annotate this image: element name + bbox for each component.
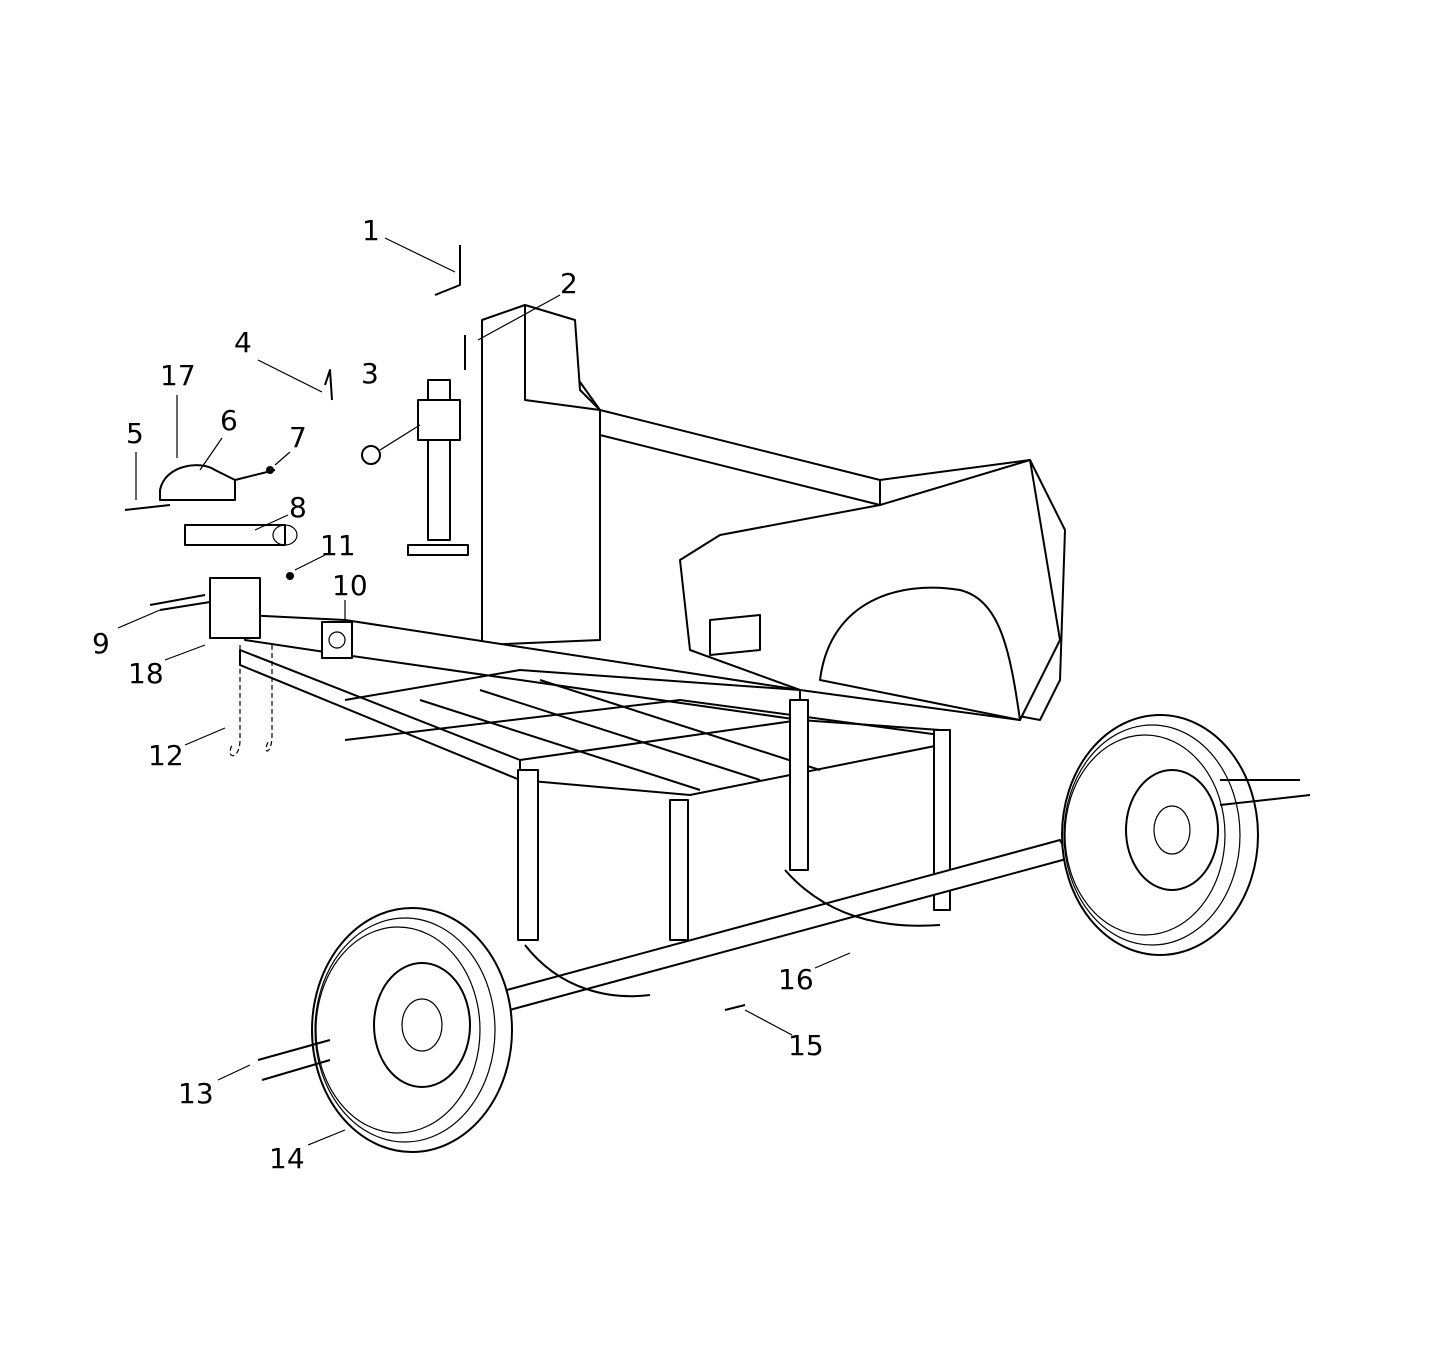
leader-lines: [117, 237, 851, 1146]
callout-labels: 1 2 3 4 5 6 7 8 9 10 11 12 13 14 15 16 1…: [92, 214, 824, 1175]
callout-15: 15: [788, 1029, 824, 1062]
hitch-plate: [209, 577, 261, 639]
top-rail: [599, 409, 881, 506]
callout-7: 7: [289, 421, 307, 454]
wheel-fender: [819, 586, 1021, 721]
callout-2: 2: [560, 267, 578, 300]
axle: [469, 839, 1071, 1019]
cross-member: [519, 719, 941, 796]
callout-6: 6: [220, 404, 238, 437]
clip-4: [324, 369, 333, 401]
callout-8: 8: [289, 491, 307, 524]
callout-10: 10: [332, 569, 368, 602]
leaf-spring-right: [784, 869, 941, 927]
callout-12: 12: [148, 739, 184, 772]
safety-chains: [229, 645, 273, 757]
callout-16: 16: [778, 963, 814, 996]
callout-13: 13: [178, 1077, 214, 1110]
leaf-spring-left: [524, 944, 651, 998]
ring-3: [361, 445, 381, 465]
callout-17: 17: [160, 359, 196, 392]
wheel-left: [311, 907, 513, 1153]
spring-hangers: [517, 699, 951, 941]
callout-3: 3: [361, 357, 379, 390]
callout-14: 14: [269, 1142, 305, 1175]
callout-11: 11: [320, 529, 356, 562]
callout-18: 18: [128, 657, 164, 690]
callout-9: 9: [92, 627, 110, 660]
pin-1: [434, 245, 461, 296]
frame-socket: [709, 614, 761, 656]
front-panel-top: [524, 304, 601, 411]
callout-1: 1: [362, 214, 380, 247]
wheel-right: [1061, 714, 1259, 956]
trailer-body: [481, 304, 1066, 721]
tongue-jack: [407, 379, 469, 556]
coupler: [159, 464, 298, 546]
axle-beam: [469, 839, 1071, 1019]
callout-5: 5: [126, 417, 144, 450]
mount-plate: [321, 621, 353, 659]
small-parts: [124, 245, 1311, 1081]
callout-4: 4: [234, 326, 252, 359]
